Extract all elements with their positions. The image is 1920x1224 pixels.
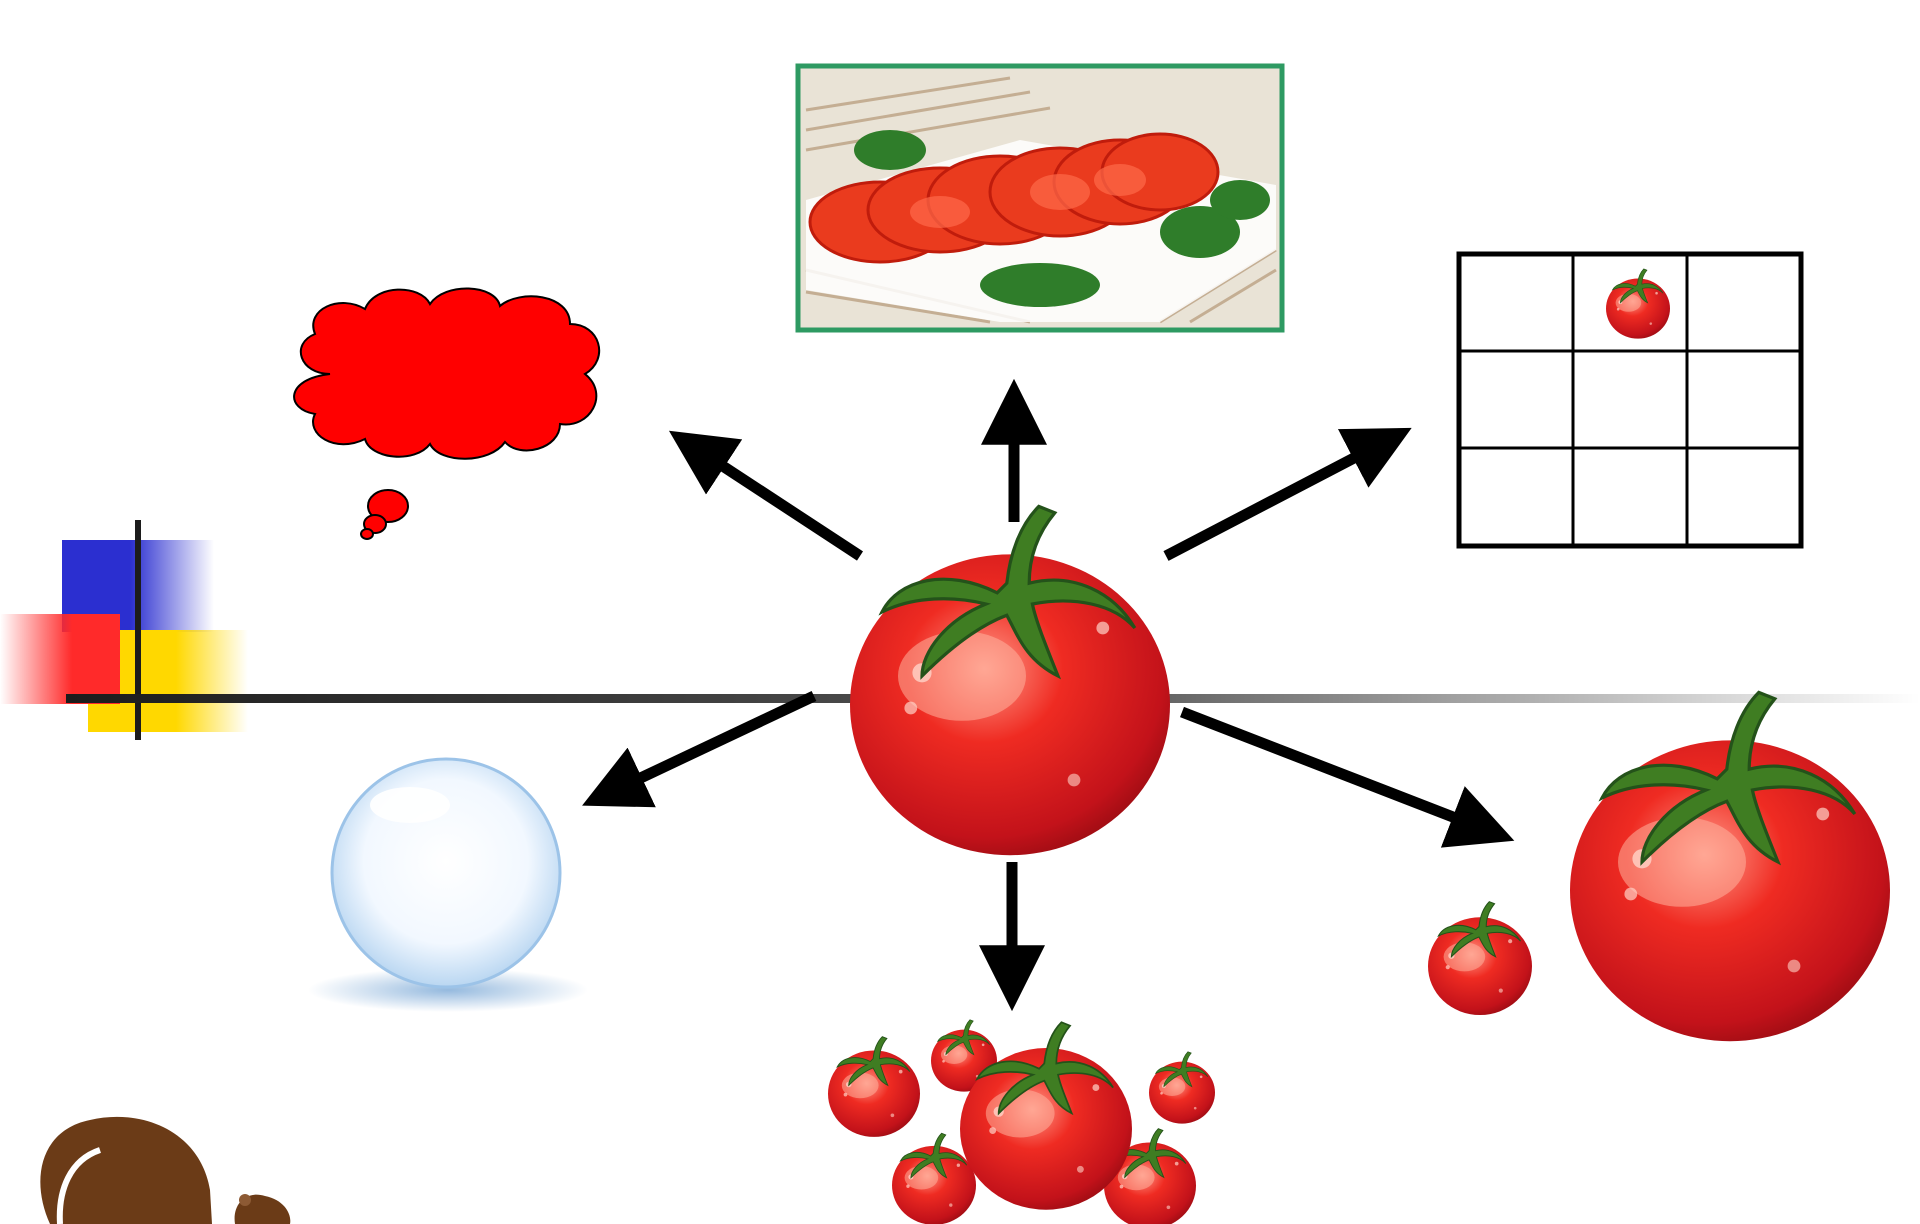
arrow-down-right: [1180, 706, 1515, 848]
squirrel-icon: [40, 1116, 291, 1224]
color-blocks-decoration: [0, 520, 248, 740]
tomato-cluster-icon: [827, 1019, 1216, 1224]
tomato-icon: [848, 504, 1172, 857]
arrow-up-left: [668, 430, 864, 561]
arrow-down-left: [582, 691, 817, 808]
arrows: [582, 378, 1515, 1012]
grid-with-tomato-icon: [1456, 251, 1804, 549]
small-and-large-tomato-icon: [1427, 690, 1892, 1043]
arrow-up-right: [1163, 427, 1412, 561]
sliced-tomato-photo: [795, 63, 1285, 333]
thought-cloud-icon: [293, 287, 601, 540]
glass-sphere-icon: [308, 757, 588, 1012]
